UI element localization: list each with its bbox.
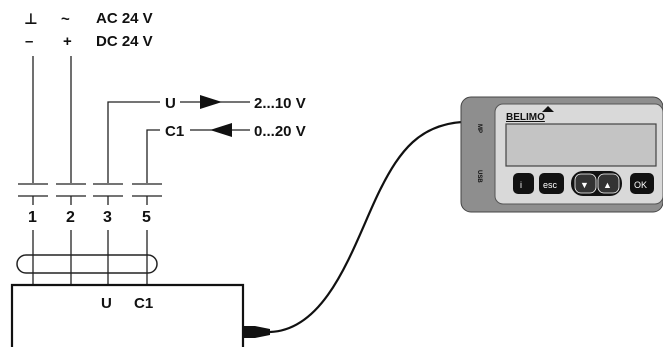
cable-sheath: [16, 254, 158, 274]
plus-symbol: +: [63, 33, 72, 50]
service-tool-cable: [269, 120, 463, 334]
terminal-number-5: 5: [142, 209, 151, 226]
actuator-c1-label: C1: [134, 295, 153, 312]
service-tool: MP USB BELIMO: [460, 96, 663, 213]
usb-port-label: USB: [476, 170, 482, 183]
c1-range: 0...20 V: [254, 123, 306, 140]
svg-text:▼: ▼: [580, 180, 589, 190]
svg-text:i: i: [520, 180, 522, 190]
ground-symbol: ⊥: [24, 11, 38, 28]
u-output-arrow: [200, 95, 222, 109]
down-button[interactable]: ▼: [574, 173, 597, 194]
belimo-logo: BELIMO: [506, 112, 545, 123]
ac-symbol: ~: [61, 11, 70, 28]
actuator-u-label: U: [101, 295, 112, 312]
c1-tag: C1: [165, 123, 184, 140]
esc-button[interactable]: esc: [539, 173, 564, 194]
u-range: 2...10 V: [254, 95, 306, 112]
cable-wires: [32, 230, 148, 285]
c1-input-arrow: [210, 123, 232, 137]
minus-symbol: –: [25, 33, 33, 50]
wire-5: [146, 129, 160, 183]
actuator-housing: [10, 283, 245, 347]
mp-port-label: MP: [476, 124, 482, 133]
up-button[interactable]: ▲: [597, 173, 620, 194]
terminal-number-1: 1: [28, 209, 37, 226]
ok-button[interactable]: OK: [630, 173, 654, 194]
svg-text:OK: OK: [634, 180, 647, 190]
terminal-block: [18, 183, 162, 205]
service-connector: [243, 326, 270, 338]
dc-label: DC 24 V: [96, 33, 153, 50]
u-tag: U: [165, 95, 176, 112]
terminal-number-3: 3: [103, 209, 112, 226]
device-display: [505, 123, 657, 167]
wire-3: [107, 101, 160, 183]
logo-mark: [542, 106, 554, 112]
svg-text:esc: esc: [543, 180, 558, 190]
info-button[interactable]: i: [513, 173, 534, 194]
terminal-number-2: 2: [66, 209, 75, 226]
svg-text:▲: ▲: [603, 180, 612, 190]
ac-label: AC 24 V: [96, 10, 153, 27]
